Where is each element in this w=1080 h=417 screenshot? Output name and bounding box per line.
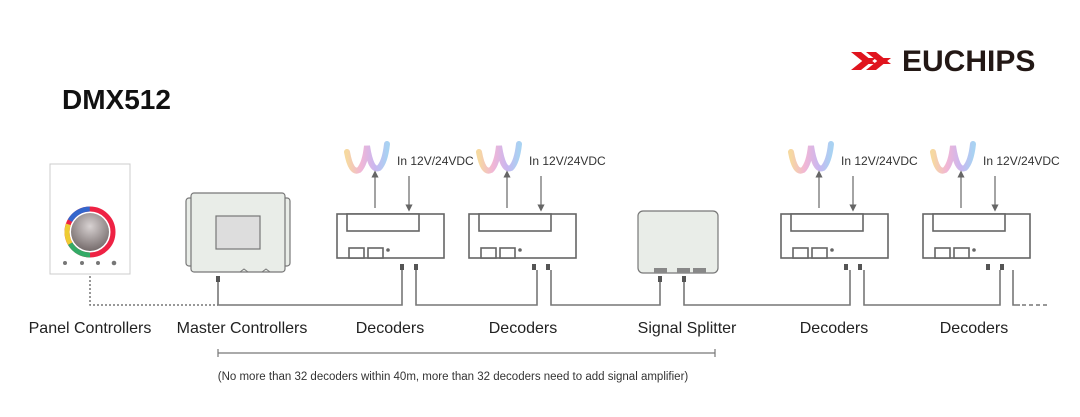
panel-link-dotted [89,276,218,306]
page-title: DMX512 [62,84,171,115]
dmx-bus-wiring [89,270,1050,306]
signal-splitter-device [637,210,719,274]
decoder-device: In 12V/24VDC [336,141,474,270]
led-strip-icon [476,141,522,174]
label-decoders-3: Decoders [800,320,868,337]
label-panel-controllers: Panel Controllers [29,320,152,337]
label-signal-splitter: Signal Splitter [638,320,737,337]
range-indicator [217,349,716,357]
label-decoders-4: Decoders [940,320,1008,337]
euchips-logo: EUCHIPS [851,45,1035,78]
brand-name: EUCHIPS [902,45,1035,78]
decoder-device: In 12V/24VDC [922,141,1060,270]
label-decoders-1: Decoders [356,320,424,337]
master-controller-device [185,192,291,273]
decoder-device: In 12V/24VDC [468,141,606,270]
power-input-label: In 12V/24VDC [983,154,1060,168]
led-strip-icon [344,141,390,174]
decoder-limit-note: (No more than 32 decoders within 40m, mo… [218,371,689,383]
panel-controller-device [49,163,131,275]
label-master-controllers: Master Controllers [177,320,308,337]
power-input-label: In 12V/24VDC [397,154,474,168]
logo-mark-icon [851,52,891,70]
decoder-device: In 12V/24VDC [780,141,918,270]
label-decoders-2: Decoders [489,320,557,337]
power-input-label: In 12V/24VDC [841,154,918,168]
led-strip-icon [930,141,976,174]
power-input-label: In 12V/24VDC [529,154,606,168]
led-strip-icon [788,141,834,174]
